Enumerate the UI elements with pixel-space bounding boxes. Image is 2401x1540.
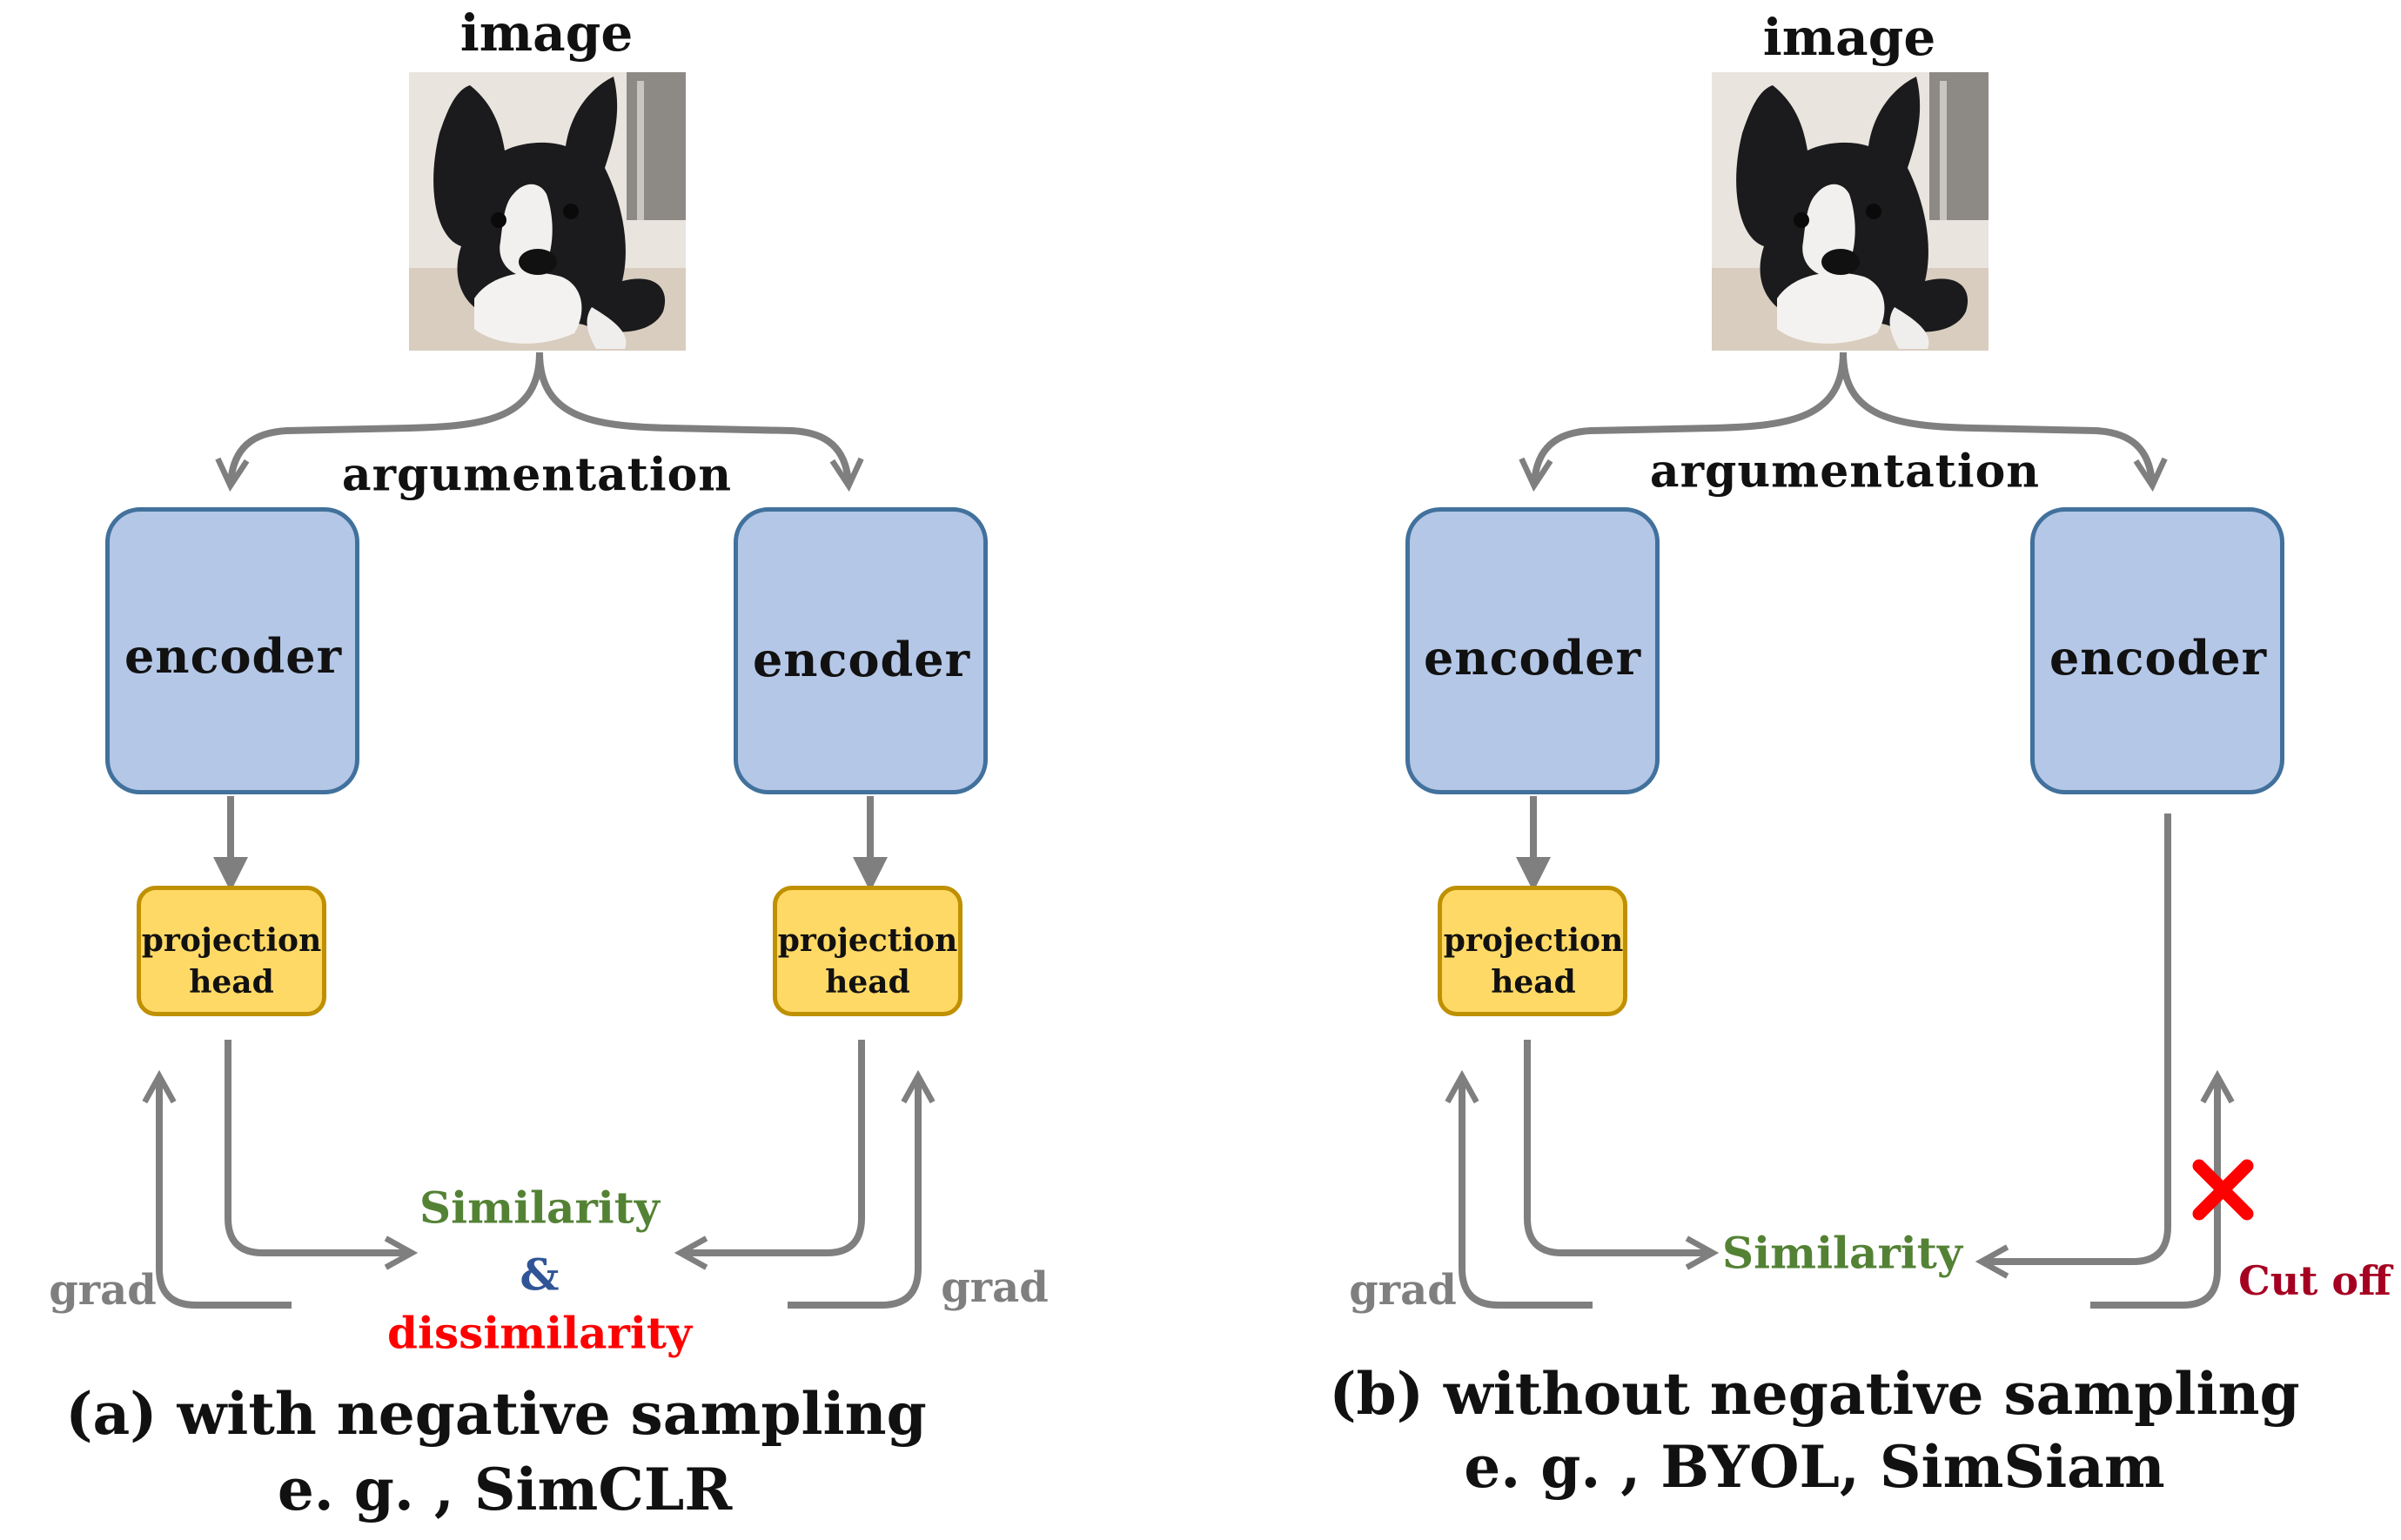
grad-left-arrow	[159, 1079, 292, 1309]
grad-left-arrow	[1462, 1079, 1593, 1309]
projection-head-right-label: projection head	[777, 922, 958, 1001]
x-mark-icon	[2192, 1159, 2254, 1221]
encoder-right-label: encoder	[2049, 630, 2268, 686]
dissimilarity-label: dissimilarity	[386, 1307, 693, 1359]
projection-left-to-objective-arrow	[225, 1040, 409, 1253]
grad-right-label: grad	[941, 1263, 1049, 1312]
grad-left-label: grad	[49, 1266, 157, 1315]
augmentation-fork-right-arrow	[1840, 352, 2152, 483]
caption-a-line1: (a) with negative sampling	[65, 1380, 927, 1448]
encoder-left-label: encoder	[1423, 630, 1642, 686]
ampersand-label: &	[520, 1249, 560, 1301]
augmentation-fork-left-arrow	[1534, 352, 1847, 483]
image-label: image	[1762, 8, 1936, 67]
grad-left-label: grad	[1349, 1266, 1457, 1315]
encoder-right	[2030, 507, 2284, 794]
encoder-left	[1405, 507, 1660, 794]
projection-head-left-label: projection head	[1443, 922, 1624, 1001]
augmentation-fork-left-arrow	[231, 352, 543, 483]
caption-a-line2: e. g. , SimCLR	[277, 1456, 733, 1523]
augmentation-label: argumentation	[341, 448, 733, 502]
image-label: image	[459, 3, 634, 63]
projection-head-left	[1438, 886, 1627, 1016]
panel-b-connectors	[1462, 352, 2217, 1309]
caption-b-line1: (b) without negative sampling	[1329, 1360, 2300, 1428]
similarity-label: Similarity	[419, 1182, 660, 1234]
dog-photo	[1712, 72, 1989, 351]
encoder-right-label: encoder	[752, 632, 971, 687]
cut-off-label: Cut off	[2238, 1257, 2391, 1304]
similarity-label: Similarity	[1722, 1227, 1962, 1279]
dog-photo	[409, 72, 686, 351]
projection-head-right	[773, 886, 962, 1016]
grad-right-arrow	[788, 1079, 918, 1309]
projection-head-left	[137, 886, 326, 1016]
augmentation-label: argumentation	[1649, 445, 2041, 499]
augmentation-fork-right-arrow	[536, 352, 848, 483]
encoder-right	[734, 507, 988, 794]
encoder-left-label: encoder	[124, 628, 343, 684]
encoder-left	[105, 507, 359, 794]
cut-off-grad-arrow	[2090, 1079, 2217, 1309]
caption-b-line2: e. g. , BYOL, SimSiam	[1464, 1433, 2165, 1501]
panel-a-connectors	[159, 352, 918, 1309]
encoder-right-to-objective-arrow	[1984, 814, 2171, 1262]
projection-left-to-objective-arrow	[1524, 1040, 1710, 1253]
projection-right-to-objective-arrow	[683, 1040, 865, 1253]
projection-head-left-label: projection head	[141, 922, 322, 1001]
